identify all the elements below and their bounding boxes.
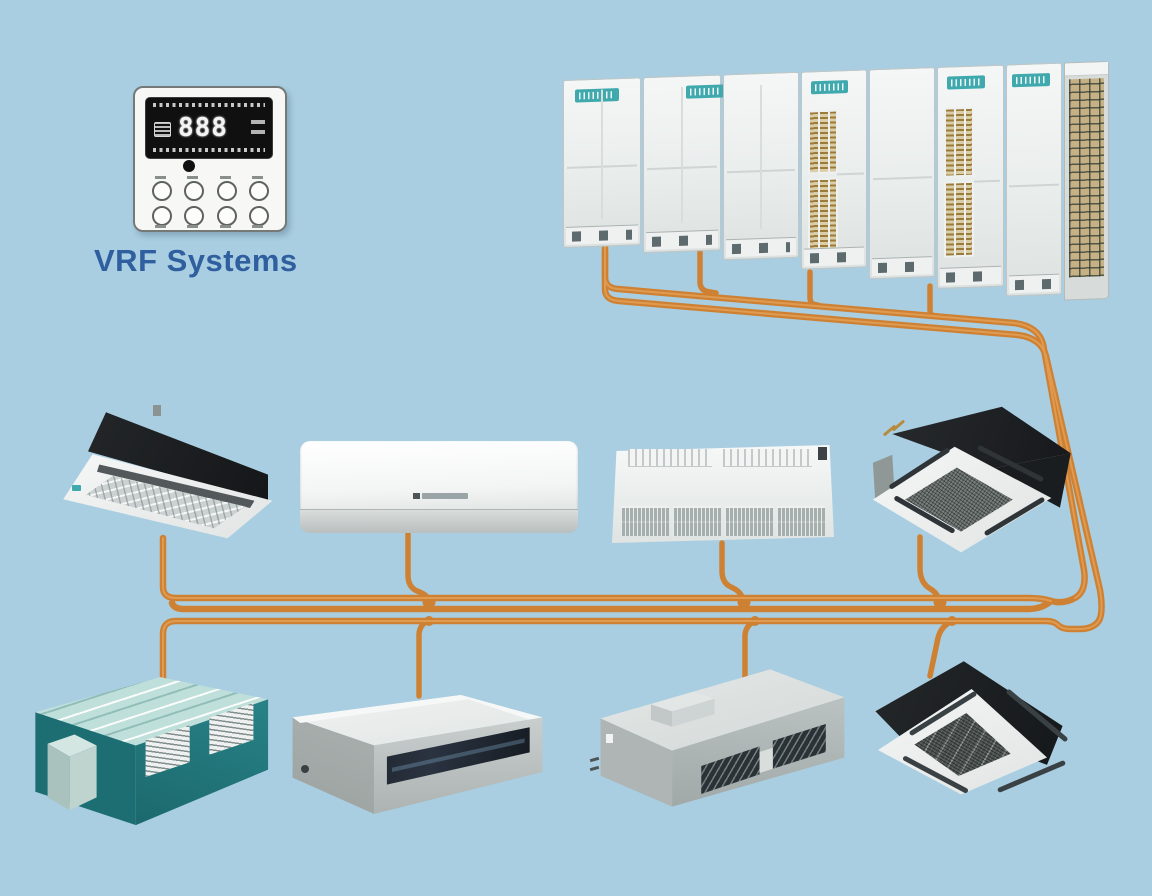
- control-box: [650, 704, 673, 727]
- button-label: [220, 176, 231, 179]
- button-label: [220, 225, 231, 228]
- button-label: [187, 225, 198, 228]
- outdoor-module-label: [947, 75, 985, 90]
- controller-button-onoff: [249, 206, 269, 226]
- outdoor-module: [722, 71, 799, 261]
- button-label: [187, 176, 198, 179]
- outdoor-module: [800, 69, 868, 270]
- pipe-stub: [589, 766, 600, 772]
- intake-grille: [620, 506, 826, 536]
- controller-button-mode: [152, 181, 172, 201]
- corner-cap: [818, 447, 828, 460]
- pipe-drop-floor-ceiling: [719, 540, 745, 600]
- controller-button-timer: [249, 181, 269, 201]
- indoor-unit-compact-cassette: [860, 402, 1075, 562]
- vent-louver: [944, 106, 975, 178]
- controller-button-up: [184, 181, 204, 201]
- drain-knob: [301, 765, 310, 773]
- pipe-outdoor-drop-3: [807, 269, 821, 308]
- controller-button-down: [184, 206, 204, 226]
- outdoor-module: [937, 64, 1004, 289]
- outdoor-unit-bank: [563, 60, 1109, 320]
- spec-label: [605, 733, 613, 743]
- outdoor-module: [1005, 62, 1063, 297]
- pipe-drop-mid-cassette: [917, 534, 941, 600]
- controller-button-fan: [217, 181, 237, 201]
- mount-bracket: [153, 405, 162, 416]
- indoor-unit-four-way-cassette: [852, 652, 1112, 837]
- controller-display-value: 888: [178, 113, 228, 143]
- outdoor-module-label: [685, 84, 724, 99]
- controller-button-sleep: [217, 206, 237, 226]
- air-outlet-flap: [300, 509, 578, 533]
- button-label: [155, 225, 166, 228]
- top-louver: [723, 449, 812, 467]
- pipe-outdoor-drop-2: [697, 249, 719, 296]
- top-louver: [627, 449, 712, 467]
- button-label: [252, 176, 263, 179]
- brand-logo: [413, 493, 469, 500]
- wall-controller: 888: [133, 86, 287, 232]
- indoor-unit-one-way-cassette: [52, 405, 277, 550]
- vent-louver: [807, 109, 838, 175]
- outdoor-module-label: [1012, 72, 1051, 88]
- page-title: VRF Systems: [94, 243, 298, 278]
- button-label: [155, 176, 166, 179]
- vent-louver: [807, 177, 838, 251]
- outdoor-module: [642, 74, 724, 254]
- brand-logo: [72, 484, 82, 491]
- pipe-drop-wall-split: [405, 528, 430, 600]
- pipe-trunk-upper-return: [168, 597, 1055, 613]
- pipe-stub: [589, 756, 600, 762]
- outdoor-module: [563, 77, 641, 248]
- lcd-icon-row-top: [153, 103, 265, 107]
- lcd-icon-row-bottom: [153, 148, 265, 152]
- button-label: [252, 225, 263, 228]
- lcd-swing-icon: [251, 130, 265, 134]
- controller-screen: 888: [145, 97, 273, 159]
- outdoor-module: [869, 66, 936, 280]
- pipe-drop-slim-duct: [416, 617, 432, 699]
- outdoor-module-label: [574, 88, 619, 103]
- indoor-unit-slim-duct: [290, 688, 545, 828]
- controller-sensor-dot: [183, 160, 195, 172]
- control-box: [47, 743, 70, 811]
- lcd-fan-icon: [251, 120, 265, 124]
- condenser-coil: [1069, 78, 1104, 278]
- indoor-unit-ducted-teal: [28, 666, 273, 851]
- indoor-unit-wall-mounted: [300, 441, 578, 533]
- outdoor-module-side-coil: [1064, 60, 1109, 301]
- lcd-mode-icon: [154, 122, 171, 137]
- indoor-unit-high-static-duct: [582, 668, 847, 808]
- vent-louver: [944, 180, 975, 258]
- indoor-unit-floor-ceiling: [612, 443, 834, 543]
- controller-button-swing: [152, 206, 172, 226]
- outdoor-module-label: [810, 80, 849, 95]
- outlet-divider: [759, 747, 773, 773]
